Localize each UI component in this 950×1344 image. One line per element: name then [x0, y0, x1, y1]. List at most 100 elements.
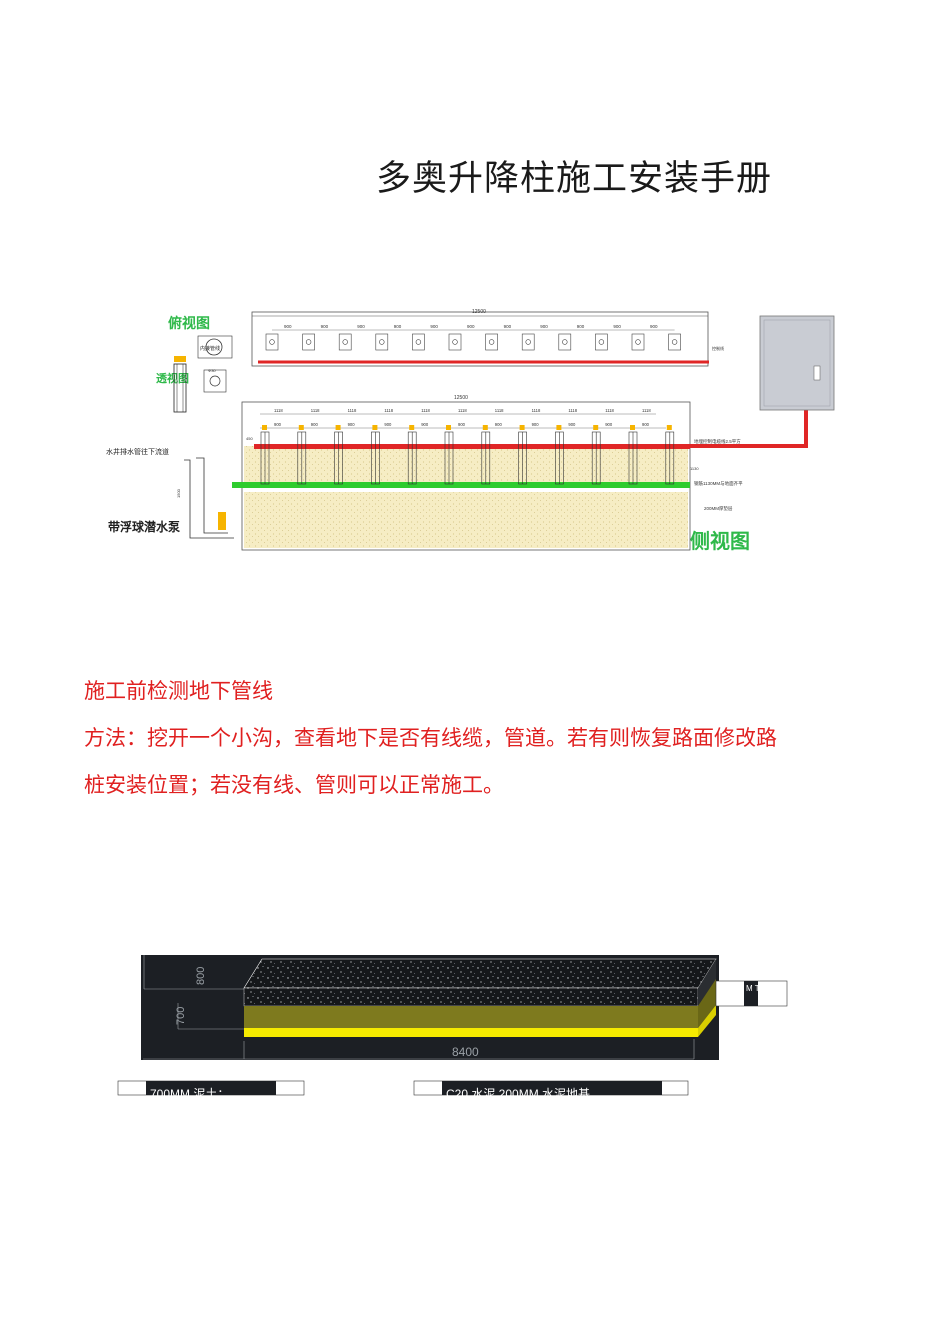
top-view-post-core [452, 339, 458, 345]
installation-diagram: 俯视图 透视图 侧视图 带浮球潜水泵 水井排水管往下流道 12500 900 90… [106, 309, 835, 553]
top-spacing-label: 900 [284, 324, 292, 329]
post-spacing-label: 1118 [458, 408, 467, 413]
post-spacing-label: 1118 [274, 408, 283, 413]
lower-sand-layer [244, 492, 688, 548]
top-spacing-label: 900 [504, 324, 512, 329]
side-spacing-label: 900 [605, 422, 613, 427]
top-view-post-core [635, 339, 641, 345]
top-view-post-core [488, 339, 495, 345]
post-cap [519, 425, 525, 430]
side-spacing-label: 900 [532, 422, 540, 427]
top-spacing-label: 900 [467, 324, 475, 329]
post-cap [556, 425, 562, 430]
top-view-post [521, 333, 535, 351]
top-spacing-label: 900 [540, 324, 548, 329]
section-heading: 施工前检测地下管线 [84, 679, 273, 703]
top-view-post [265, 333, 279, 351]
top-view-post [668, 333, 681, 351]
control-cabinet [759, 315, 835, 411]
top-slab [243, 958, 717, 989]
olive-layer [244, 1006, 698, 1028]
post-cap [666, 425, 672, 430]
dim-8400: 8400 [452, 1045, 479, 1059]
dim-1500: 1500 [176, 488, 181, 498]
label-concrete: C20 水泥 200MM 水泥地基 [446, 1087, 590, 1100]
post-spacing-label: 1118 [642, 408, 651, 413]
top-spacing-label: 900 [577, 324, 585, 329]
top-view-post [412, 333, 425, 351]
left-edge-dimension: 450 [246, 436, 253, 441]
post-cap [593, 425, 599, 430]
top-view-post [448, 333, 462, 351]
green-rebar-line [232, 482, 690, 488]
cross-section-diagram: 800 700 8400 M T 700MM 泥土： C20 水泥 200MM … [117, 955, 788, 1100]
top-view-frame [251, 311, 709, 367]
post-spacing-label: 1118 [495, 408, 504, 413]
rebar-note: 钢筋1130MM与地面齐平 [694, 480, 743, 487]
post-spacing-label: 1118 [605, 408, 614, 413]
top-view-post-core [305, 339, 312, 345]
side-red-pipe [254, 444, 690, 449]
post-cap [409, 425, 415, 430]
top-view-post-core [415, 339, 422, 345]
post-spacing-label: 1118 [568, 408, 577, 413]
side-total-dimension: 12500 [454, 395, 468, 401]
dim-1130: 1130 [690, 466, 699, 471]
base-note: 200MM厚垫层 [704, 505, 733, 512]
method-line-1: 方法：挖开一个小沟，查看地下是否有线缆，管道。若有则恢复路面修改路 [84, 726, 777, 750]
upper-sand-layer [244, 446, 688, 488]
well-label: 水井排水管往下流道 [106, 447, 169, 456]
top-spacing-label: 900 [394, 324, 402, 329]
dim-700: 700 [175, 1007, 187, 1025]
pump-icon [218, 512, 226, 530]
top-view-post-core [379, 339, 385, 345]
side-spacing-label: 900 [568, 422, 576, 427]
perspective-label: 透视图 [156, 371, 189, 385]
top-spacing-label: 900 [321, 324, 329, 329]
post-cap [630, 425, 635, 430]
side-view-frame [241, 401, 691, 551]
post-spacing-label: 1118 [384, 408, 393, 413]
top-view-post-core [525, 339, 531, 345]
post-spacing-label: 1118 [421, 408, 430, 413]
top-spacing-label: 900 [650, 324, 658, 329]
post-spacing-label: 1118 [532, 408, 541, 413]
top-right-note: 控制线 [712, 345, 724, 351]
top-view-post [375, 333, 389, 351]
side-view-label: 侧视图 [690, 529, 750, 553]
side-spacing-label: 900 [642, 422, 650, 427]
top-view-post-core [562, 339, 568, 345]
post-spacing-label: 1118 [311, 408, 320, 413]
side-spacing-label: 900 [384, 422, 392, 427]
post-cap [372, 425, 378, 430]
top-view-label: 俯视图 [168, 315, 210, 331]
side-spacing-label: 900 [421, 422, 429, 427]
top-view-post [485, 333, 498, 351]
side-spacing-label: 900 [274, 422, 282, 427]
top-total-dimension: 12500 [472, 309, 486, 315]
top-spacing-label: 900 [430, 324, 438, 329]
method-line-2: 桩安装位置；若没有线、管则可以正常施工。 [84, 773, 504, 797]
top-view-post-core [269, 339, 275, 345]
top-spacing-label: 900 [613, 324, 621, 329]
small-left-note: 内接管线 [200, 345, 220, 352]
post-cap [298, 425, 304, 430]
top-view-post [631, 333, 645, 351]
cable-note: 地埋控制电缆线2.5平方 [694, 438, 741, 445]
diameter-label: Φ30 [208, 368, 216, 373]
top-view-post-core [598, 339, 605, 345]
pump-label: 带浮球潜水泵 [108, 519, 180, 534]
top-spacing-label: 900 [357, 324, 365, 329]
page-title: 多奥升降柱施工安装手册 [376, 159, 773, 199]
side-spacing-label: 900 [458, 422, 466, 427]
post-cap [482, 425, 488, 430]
side-spacing-label: 900 [311, 422, 319, 427]
post-cap [446, 425, 451, 430]
speckle-layer [243, 987, 699, 1007]
top-view-post [302, 333, 315, 351]
top-view-post [338, 333, 352, 351]
side-label: M T [746, 984, 760, 993]
side-spacing-label: 900 [348, 422, 356, 427]
top-view-post [558, 333, 572, 351]
post-cap [262, 425, 267, 430]
